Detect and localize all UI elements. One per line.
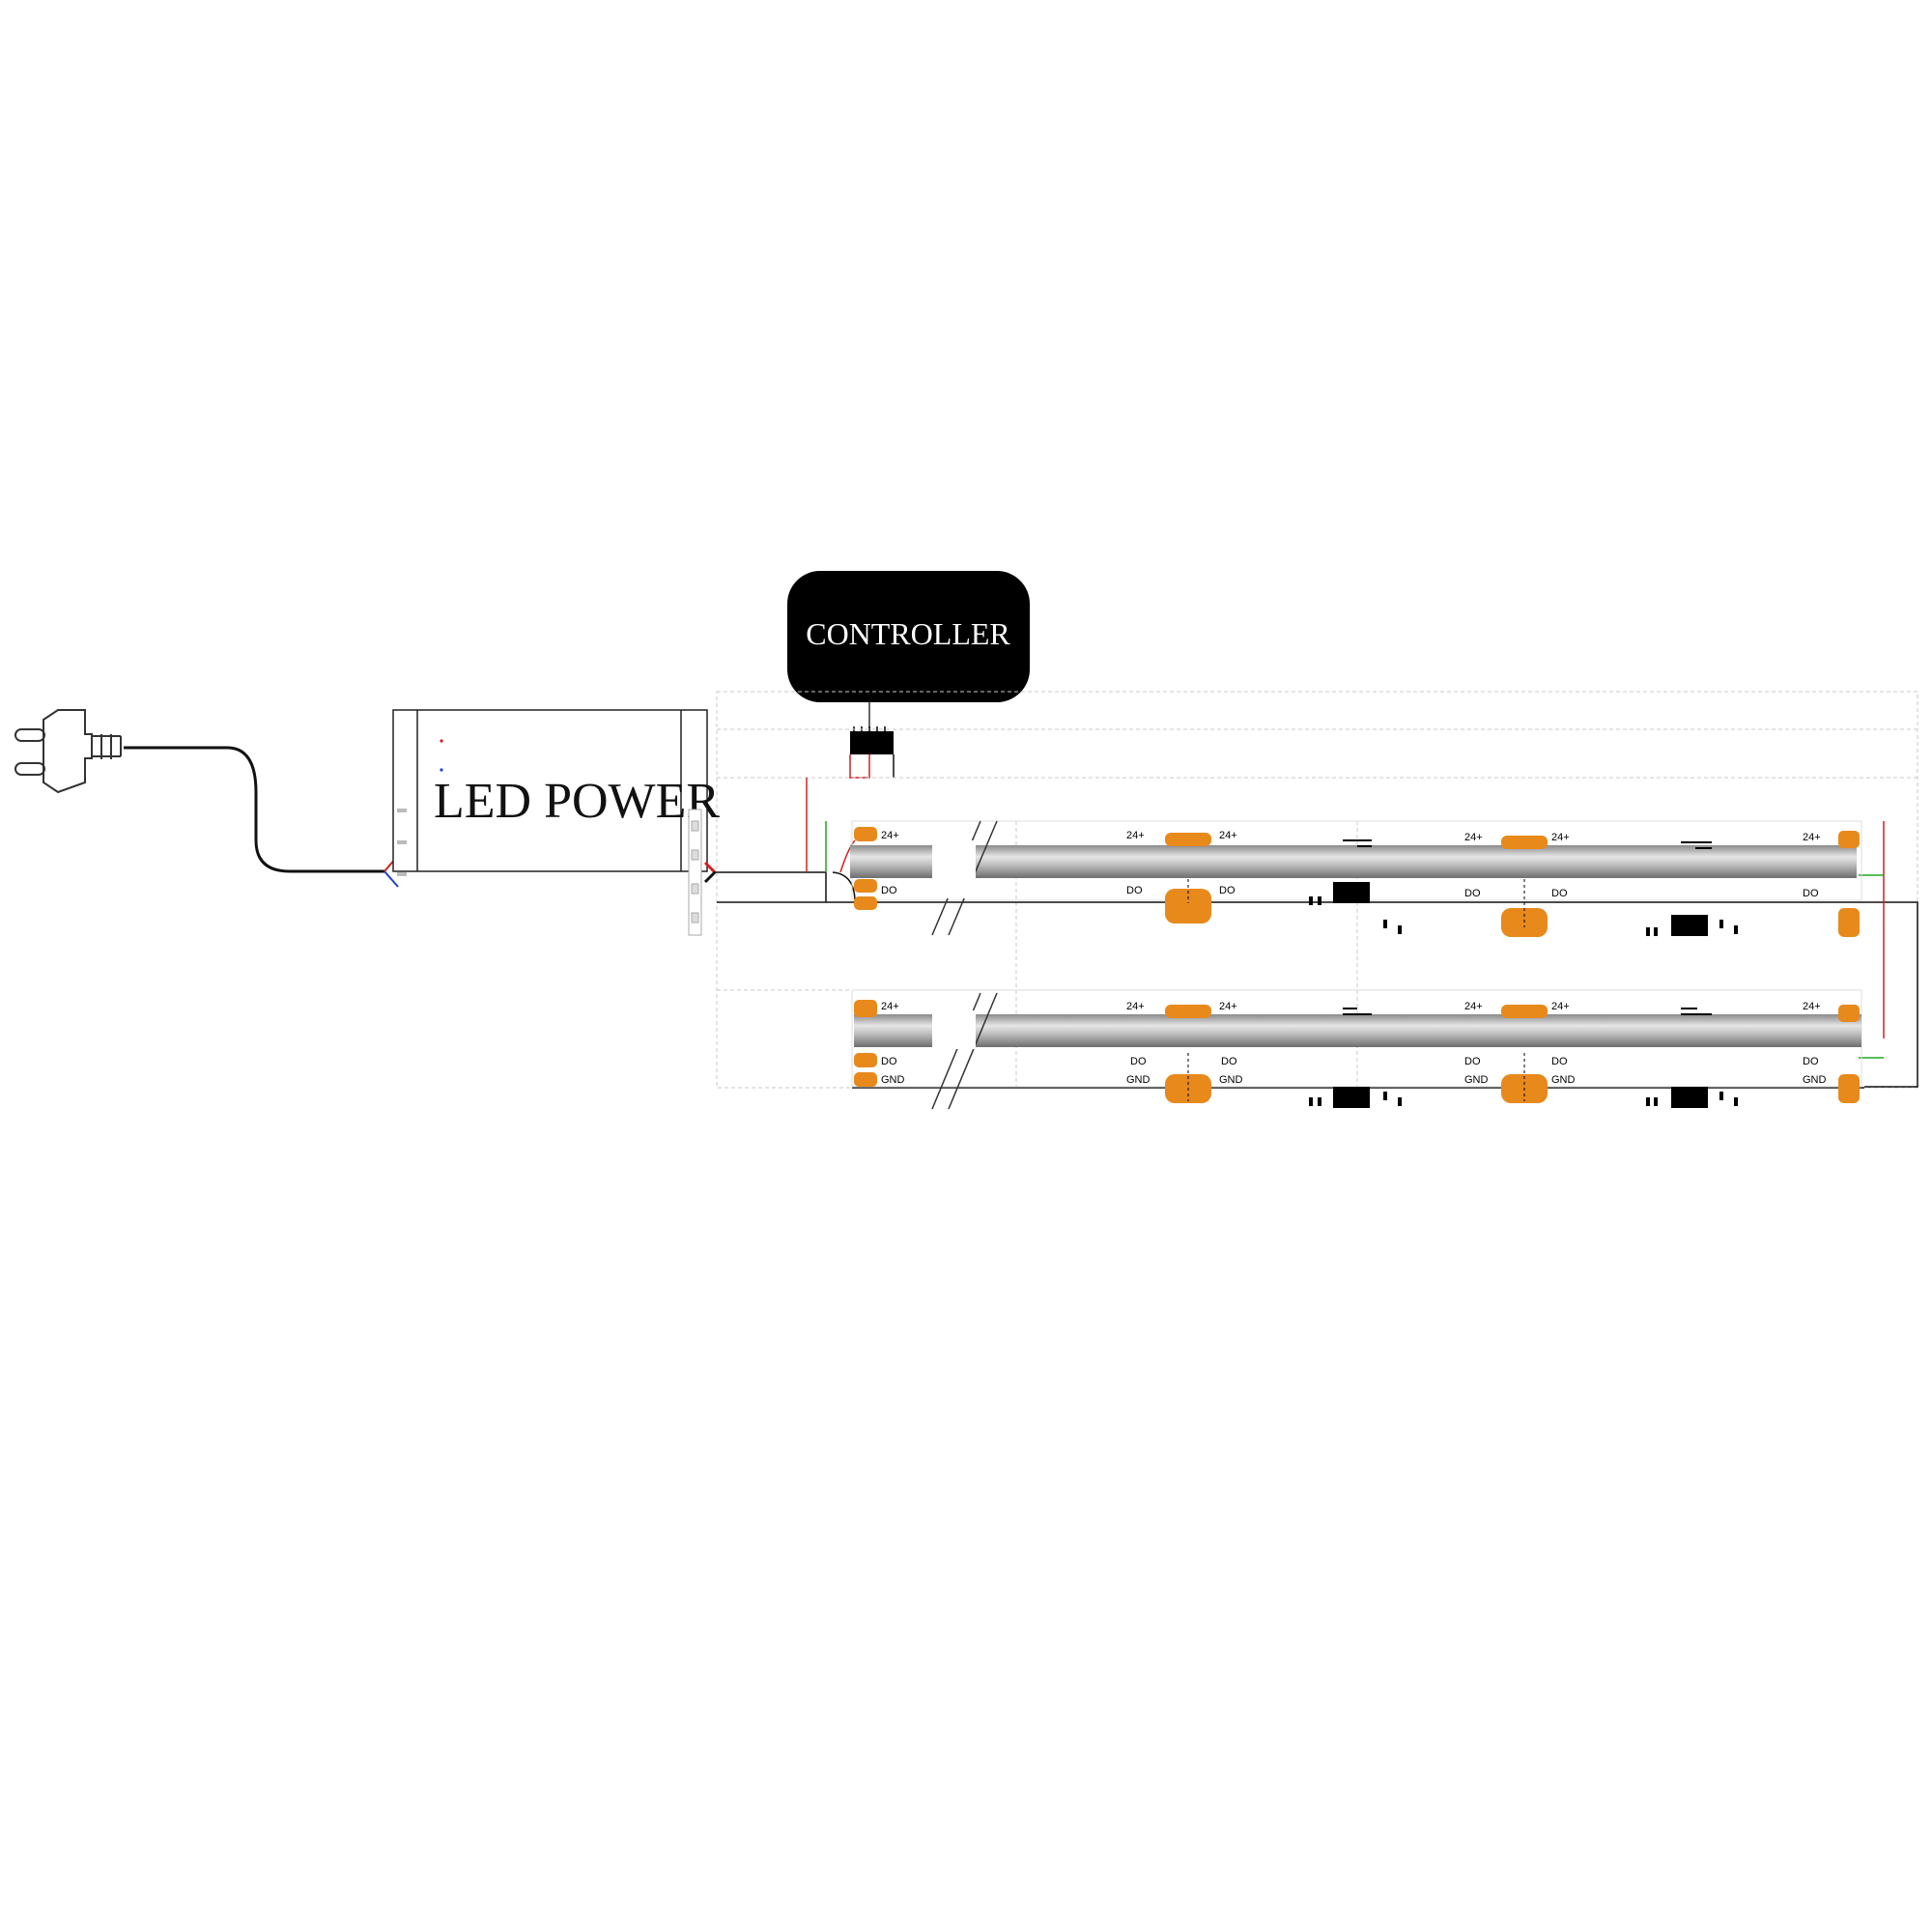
strip1-pad-do: DO	[1464, 888, 1481, 899]
direction-arrow-icon	[1343, 839, 1712, 849]
strip2-pad-24v: 24+	[881, 1001, 899, 1012]
controller-label: CONTROLLER	[806, 616, 1010, 651]
strip2-pad-24v: 24+	[1803, 1001, 1821, 1012]
controller-wire-red	[849, 754, 870, 779]
output-wire-black	[703, 870, 717, 884]
strip2-pad-gnd: GND	[1464, 1074, 1489, 1086]
strip2-pad-gnd: GND	[1126, 1074, 1151, 1086]
power-supply-label: LED POWER	[434, 774, 720, 829]
strip1-pad-24v: 24+	[1219, 830, 1237, 841]
strip1-pad-do: DO	[1126, 885, 1143, 896]
controller-connector	[850, 731, 894, 754]
strip2-pad-do: DO	[1803, 1056, 1819, 1067]
strip2-pad-24v: 24+	[1464, 1001, 1483, 1012]
strip2-pad-gnd: GND	[1219, 1074, 1243, 1086]
strip2-pad-do: DO	[881, 1056, 897, 1067]
strip2-pad-do: DO	[1130, 1056, 1147, 1067]
strip2-pad-24v: 24+	[1126, 1001, 1145, 1012]
mains-cable	[124, 746, 384, 873]
controller: CONTROLLER	[787, 571, 1030, 702]
output-wire-red	[703, 861, 717, 874]
strip1-pad-do: DO	[1551, 888, 1568, 899]
strip1-pad-do: DO	[1803, 888, 1819, 899]
strip1-pad-24v: 24+	[1464, 832, 1483, 843]
strip2-pad-gnd: GND	[881, 1074, 905, 1086]
led-chip-icon	[1309, 882, 1738, 936]
mains-wire-blue	[384, 870, 399, 888]
dc-output-terminal	[688, 809, 702, 936]
led-chip-icon	[1309, 1087, 1738, 1108]
strip1-pad-24v: 24+	[881, 830, 899, 841]
strip1-pad-24v: 24+	[1803, 832, 1821, 843]
strip1-pad-do: DO	[1219, 885, 1236, 896]
strip2-pad-24v: 24+	[1219, 1001, 1237, 1012]
strip2-pad-do: DO	[1221, 1056, 1237, 1067]
power-plug-icon	[14, 709, 122, 794]
strip2-pad-gnd: GND	[1551, 1074, 1576, 1086]
cut-mark-icon	[931, 820, 998, 1110]
strip1-pad-do: DO	[881, 885, 897, 896]
led-strip-2: 24+ 24+ 24+ 24+ 24+ 24+ DO DO DO DO DO D…	[851, 989, 1862, 1108]
direction-arrow-icon	[1343, 1008, 1712, 1015]
strip2-pad-do: DO	[1464, 1056, 1481, 1067]
strip2-pad-gnd: GND	[1803, 1074, 1827, 1086]
strip1-pad-24v: 24+	[1126, 830, 1145, 841]
led-power-supply: LED POWER	[392, 709, 720, 876]
strip2-pad-24v: 24+	[1551, 1001, 1570, 1012]
strip1-pad-24v: 24+	[1551, 832, 1570, 843]
led-strip-1: 24+ 24+ 24+ 24+ 24+ 24+ DO DO DO DO DO D…	[850, 820, 1862, 937]
strip2-pad-do: DO	[1551, 1056, 1568, 1067]
